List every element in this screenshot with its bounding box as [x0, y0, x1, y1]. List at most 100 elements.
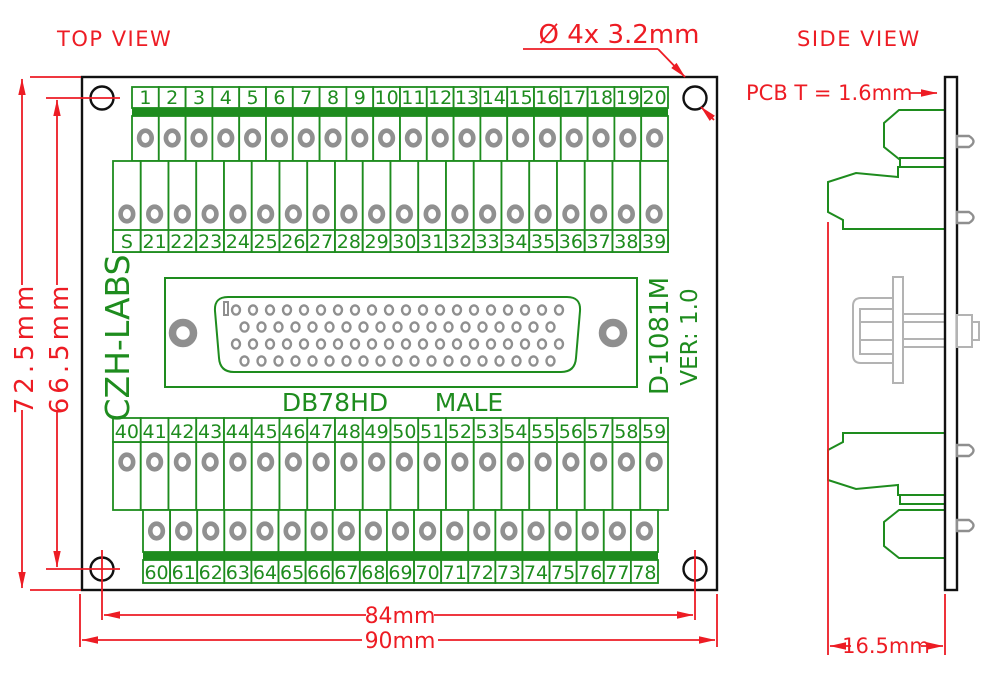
dsub-pin: [536, 304, 548, 316]
terminal-screw: [229, 452, 247, 472]
dsub-pin: [536, 338, 548, 350]
dsub-pin: [460, 355, 471, 367]
terminal-screw: [297, 128, 315, 148]
dsub-pin: [298, 338, 310, 350]
terminal-screw: [479, 204, 497, 224]
terminal-number: 53: [476, 421, 500, 443]
screw-terminal-cell: [548, 509, 578, 553]
terminal-screw: [312, 204, 330, 224]
terminal-block-side-profiles: [827, 109, 946, 559]
terminal-number: 67: [334, 562, 358, 584]
screw-terminal-cell: [479, 115, 509, 162]
screw-terminal-cell: [639, 441, 669, 511]
terminal-number: 32: [448, 231, 472, 253]
terminal-number: 44: [226, 421, 250, 443]
solder-pins: [955, 134, 975, 533]
terminal-number: 42: [170, 421, 194, 443]
terminal-screw: [423, 204, 441, 224]
terminal-screw: [201, 204, 219, 224]
dsub-pin: [426, 355, 437, 367]
screw-terminal-cell: [629, 509, 659, 553]
terminal-number: 33: [476, 231, 500, 253]
solder-pin: [955, 518, 975, 533]
screw-terminal-cell: [445, 441, 475, 511]
screw-terminal-cell: [345, 115, 375, 162]
terminal-screw: [534, 452, 552, 472]
terminal-label-box: [112, 417, 142, 443]
terminal-screw: [534, 204, 552, 224]
terminal-screw: [458, 128, 476, 148]
terminal-number: 63: [226, 562, 250, 584]
terminal-screw: [451, 452, 469, 472]
dsub-pin: [443, 355, 454, 367]
terminal-number: 66: [307, 562, 331, 584]
dsub-mating-tip: [971, 321, 980, 341]
terminal-number: 4: [220, 87, 232, 109]
terminal-number: 64: [253, 562, 277, 584]
terminal-number: 6: [273, 87, 285, 109]
terminal-number: 31: [420, 231, 444, 253]
terminal-screw: [485, 128, 503, 148]
terminal-screw: [431, 128, 449, 148]
screw-terminal-cell: [399, 115, 428, 162]
terminal-screw: [201, 452, 219, 472]
dsub-pin: [341, 355, 352, 367]
dsub-pin: [332, 338, 344, 350]
side-view: [827, 75, 980, 592]
dsub-pin: [451, 304, 463, 316]
screw-terminal-cell: [291, 115, 321, 162]
terminal-screw: [645, 204, 663, 224]
terminal-number: 14: [482, 87, 506, 109]
screw-terminal-cell: [265, 115, 294, 162]
terminal-screw: [118, 204, 136, 224]
screw-terminal-cell: [169, 509, 199, 553]
terminal-number: 72: [470, 562, 494, 584]
terminal-number: 5: [247, 87, 259, 109]
side-view-title: SIDE VIEW: [797, 27, 921, 51]
pin1-indicator: [223, 301, 229, 316]
terminal-profile-row2: [827, 166, 946, 230]
terminal-number: 10: [375, 87, 399, 109]
dsub-side-profile: [852, 276, 946, 384]
screw-terminal-cell: [361, 441, 392, 511]
dsub-pin: [383, 304, 395, 316]
dsub-pin: [485, 304, 497, 316]
screw-terminal-cell: [331, 509, 361, 553]
terminal-screw: [500, 521, 518, 541]
terminal-number: 68: [361, 562, 385, 584]
dsub-pin: [247, 338, 259, 350]
terminal-number: 21: [143, 231, 167, 253]
terminal-number: 50: [392, 421, 416, 443]
dsub-pin: [273, 355, 284, 367]
terminal-screw: [608, 521, 626, 541]
screw-terminal-cell: [223, 509, 253, 553]
terminal-screw: [175, 521, 193, 541]
terminal-number: 16: [535, 87, 559, 109]
silkscreen-bar: [143, 552, 658, 560]
dsub-pin: [417, 304, 429, 316]
terminal-screw: [554, 521, 572, 541]
terminal-screw: [617, 452, 635, 472]
screw-terminal-cell: [613, 115, 643, 162]
terminal-screw: [351, 128, 369, 148]
terminal-screw: [283, 521, 301, 541]
screw-terminal-cell: [277, 509, 307, 553]
terminal-screw: [562, 452, 580, 472]
dsub-pin: [400, 338, 412, 350]
dsub-pin: [392, 321, 403, 333]
terminal-screw: [257, 204, 275, 224]
terminal-screw: [163, 128, 181, 148]
terminal-screw: [581, 521, 599, 541]
dsub-pin: [511, 321, 522, 333]
dsub-pin: [409, 321, 420, 333]
screw-terminal-cell: [417, 441, 447, 511]
screw-terminal-cell: [586, 115, 616, 162]
pcb-edge-side: [943, 75, 959, 592]
dim-pcb-thickness: PCB T = 1.6mm: [746, 81, 913, 105]
screw-terminal-cell: [184, 115, 214, 162]
brand-label: CZH-LABS: [98, 254, 137, 421]
terminal-number: 60: [144, 562, 168, 584]
screw-terminal-cell: [318, 115, 348, 162]
terminal-screw: [368, 204, 386, 224]
